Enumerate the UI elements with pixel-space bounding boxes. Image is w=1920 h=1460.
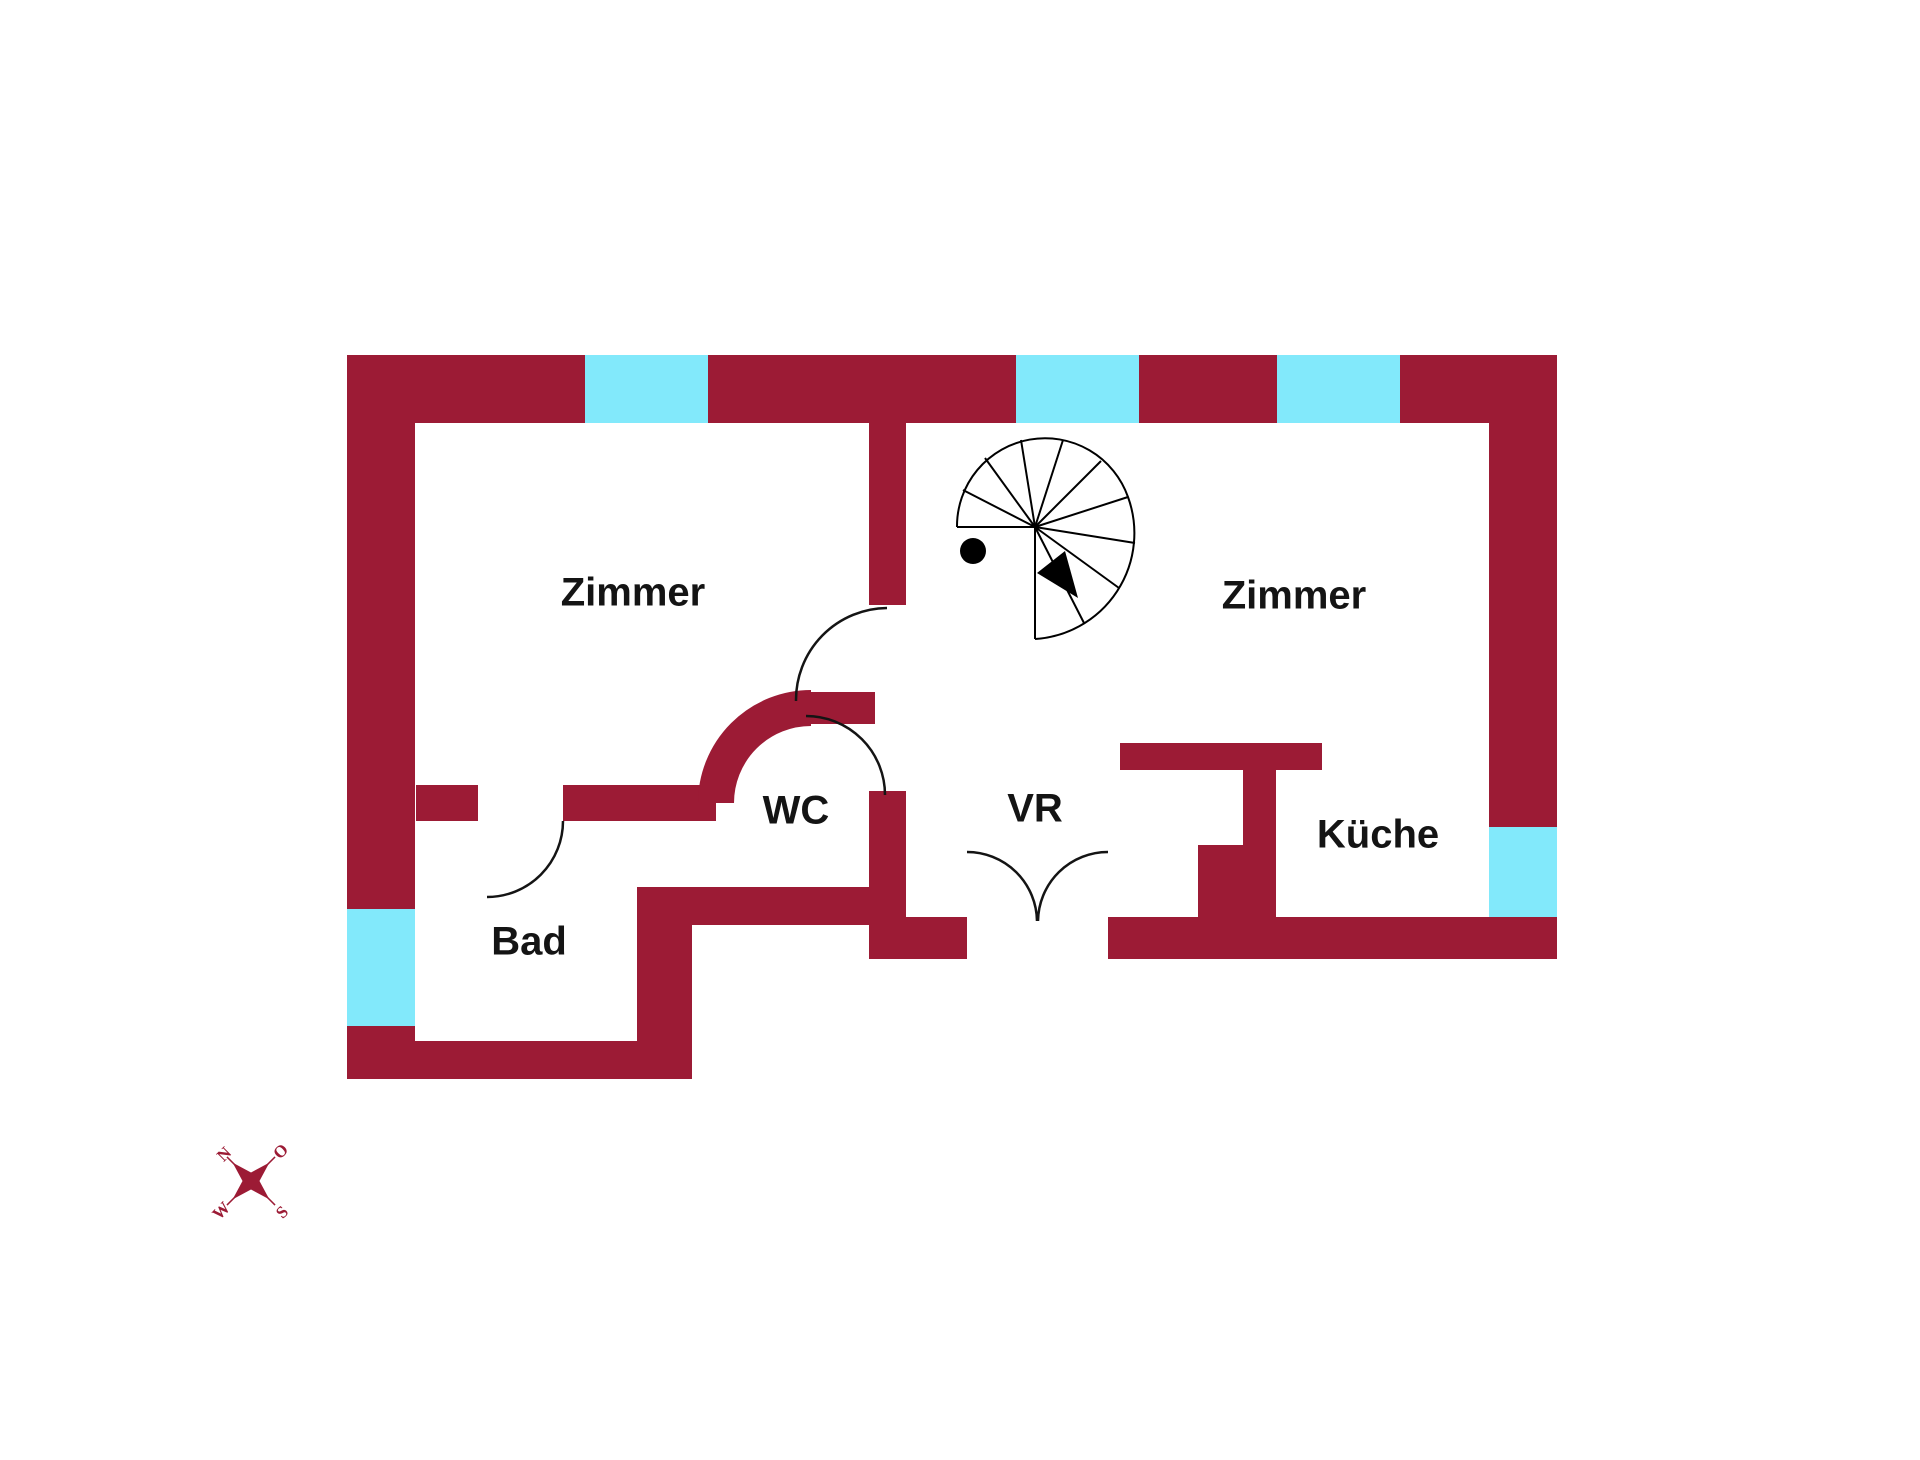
wall-bad-east (637, 925, 692, 1079)
window-west (347, 909, 415, 1026)
wall-bad-north-left (416, 785, 478, 821)
window-north-3 (1277, 355, 1400, 423)
window-north-1 (585, 355, 708, 423)
wall-wc-north (811, 692, 875, 724)
room-label-vr: VR (1007, 786, 1063, 831)
stair-direction-arrow (1037, 551, 1078, 598)
window-east (1489, 827, 1557, 917)
room-label-zimmer-left: Zimmer (560, 570, 706, 615)
door-arc-entrance-left (966, 850, 1039, 922)
stair-start-dot (960, 538, 986, 564)
wall-bad-north-right (563, 785, 716, 821)
stair-outline (955, 437, 1136, 640)
compass-label-south: S (272, 1202, 292, 1222)
wall-south-bad (347, 1041, 692, 1079)
stair-treads (957, 439, 1136, 639)
wall-kueche-west (1243, 770, 1276, 917)
windows (347, 355, 1557, 1026)
room-label-wc: WC (762, 788, 830, 833)
doors (486, 606, 1109, 922)
interior-walls (416, 423, 1322, 917)
window-north-2 (1016, 355, 1139, 423)
door-arc-zimmer-left (794, 606, 888, 702)
wall-wc-curved (698, 690, 812, 804)
door-arc-wc (805, 714, 887, 796)
wall-south-wc (637, 887, 906, 925)
room-label-bad: Bad (491, 919, 567, 964)
wall-hall-divider-lower (869, 791, 906, 917)
room-label-zimmer-right: Zimmer (1221, 573, 1367, 618)
room-label-kueche: Küche (1316, 812, 1440, 857)
outer-walls (347, 355, 1557, 1079)
compass-star-icon (232, 1162, 270, 1200)
wall-south-entrance-left (869, 917, 967, 959)
wall-south-entrance-right (1108, 917, 1557, 959)
wall-hall-divider-upper (869, 423, 906, 605)
spiral-staircase (955, 437, 1136, 640)
door-arc-bad (486, 820, 565, 899)
door-arc-entrance-right (1036, 850, 1109, 922)
compass-rose: N O S W (209, 1140, 293, 1224)
wall-kueche-north (1120, 743, 1322, 770)
wall-kueche-step (1198, 845, 1243, 917)
